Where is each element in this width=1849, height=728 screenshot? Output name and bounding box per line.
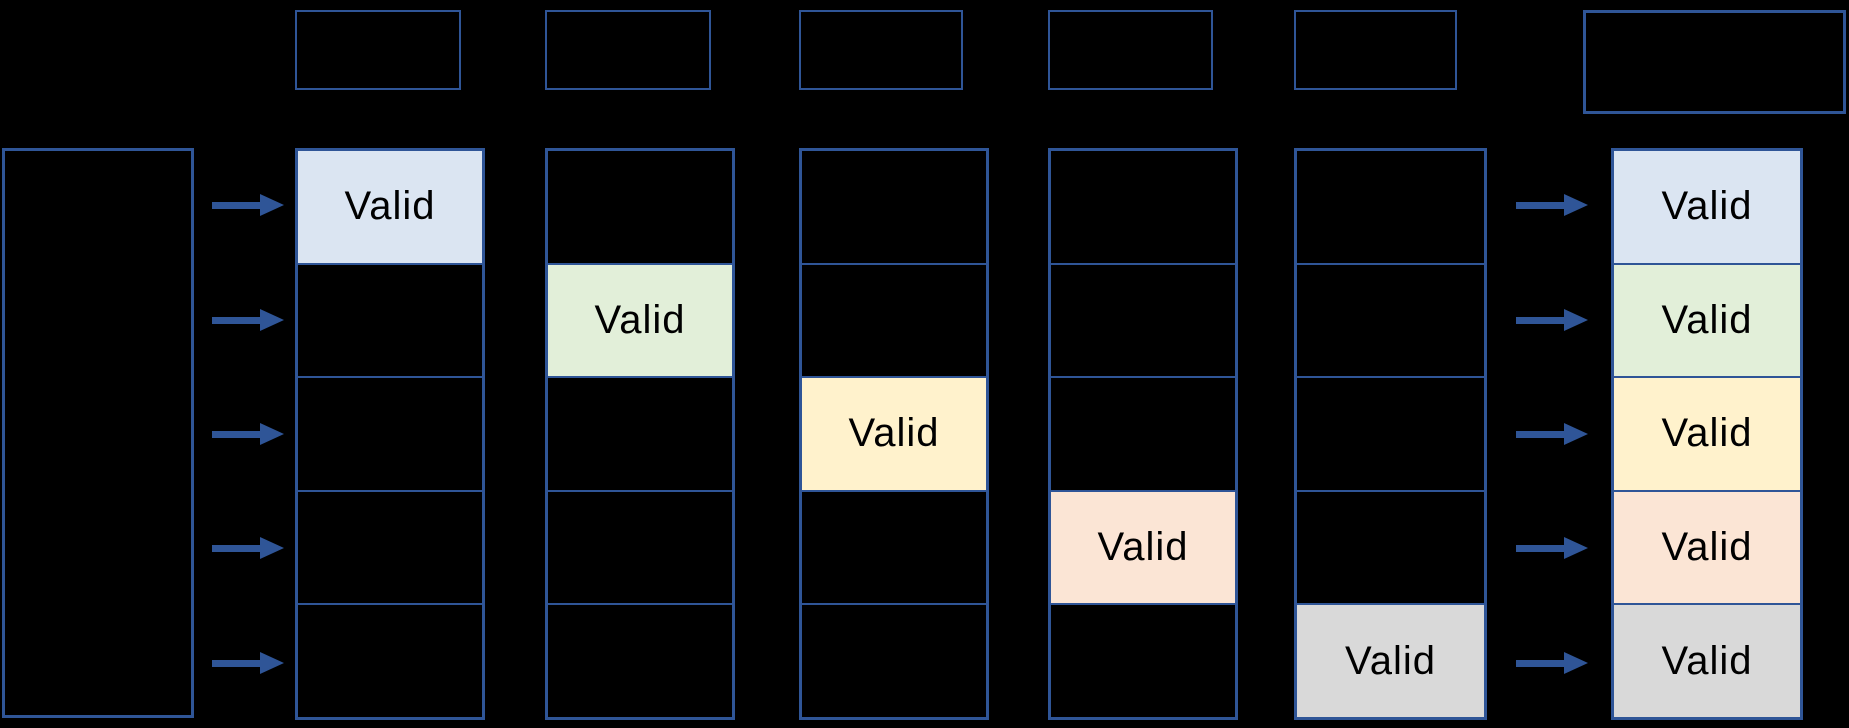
cell: [548, 376, 732, 490]
cell: [802, 603, 986, 717]
valid-cell: Valid: [802, 376, 986, 490]
cell: [1051, 376, 1235, 490]
column-2: Valid: [545, 148, 735, 720]
valid-cell: Valid: [298, 151, 482, 263]
right-arrow-row-5: [1516, 650, 1588, 676]
column-4: Valid: [1048, 148, 1238, 720]
cell: [298, 603, 482, 717]
cell: [1051, 603, 1235, 717]
column-result: Valid Valid Valid Valid Valid: [1611, 148, 1803, 720]
column-1: Valid: [295, 148, 485, 720]
cell: [548, 151, 732, 263]
valid-cell: Valid: [1614, 603, 1800, 717]
valid-cell: Valid: [1614, 262, 1800, 377]
header-box-3: [799, 10, 963, 90]
cell: [548, 489, 732, 604]
cell: [802, 151, 986, 263]
right-arrow-row-4: [1516, 535, 1588, 561]
column-3: Valid: [799, 148, 989, 720]
header-box-1: [295, 10, 461, 90]
header-box-result: [1583, 10, 1846, 114]
cell: [1297, 376, 1484, 490]
right-arrow-row-1: [1516, 192, 1588, 218]
cell: [802, 262, 986, 377]
cell: [1297, 151, 1484, 263]
header-box-5: [1294, 10, 1457, 90]
cell: [1297, 262, 1484, 377]
source-box: [2, 148, 194, 718]
cell: [298, 489, 482, 604]
left-arrow-row-2: [212, 307, 284, 333]
valid-cell: Valid: [1614, 376, 1800, 490]
cell: [298, 376, 482, 490]
right-arrow-row-3: [1516, 421, 1588, 447]
cell: [1297, 489, 1484, 604]
header-box-2: [545, 10, 711, 90]
right-arrow-row-2: [1516, 307, 1588, 333]
left-arrow-row-5: [212, 650, 284, 676]
valid-cell: Valid: [1614, 151, 1800, 263]
valid-cell: Valid: [548, 262, 732, 377]
column-5: Valid: [1294, 148, 1487, 720]
cell: [548, 603, 732, 717]
cell: [298, 262, 482, 377]
left-arrow-row-1: [212, 192, 284, 218]
cell: [802, 489, 986, 604]
header-box-4: [1048, 10, 1213, 90]
left-arrow-row-4: [212, 535, 284, 561]
valid-cell: Valid: [1051, 489, 1235, 604]
valid-cell: Valid: [1614, 489, 1800, 604]
cell: [1051, 151, 1235, 263]
cell: [1051, 262, 1235, 377]
left-arrow-row-3: [212, 421, 284, 447]
valid-cell: Valid: [1297, 603, 1484, 717]
